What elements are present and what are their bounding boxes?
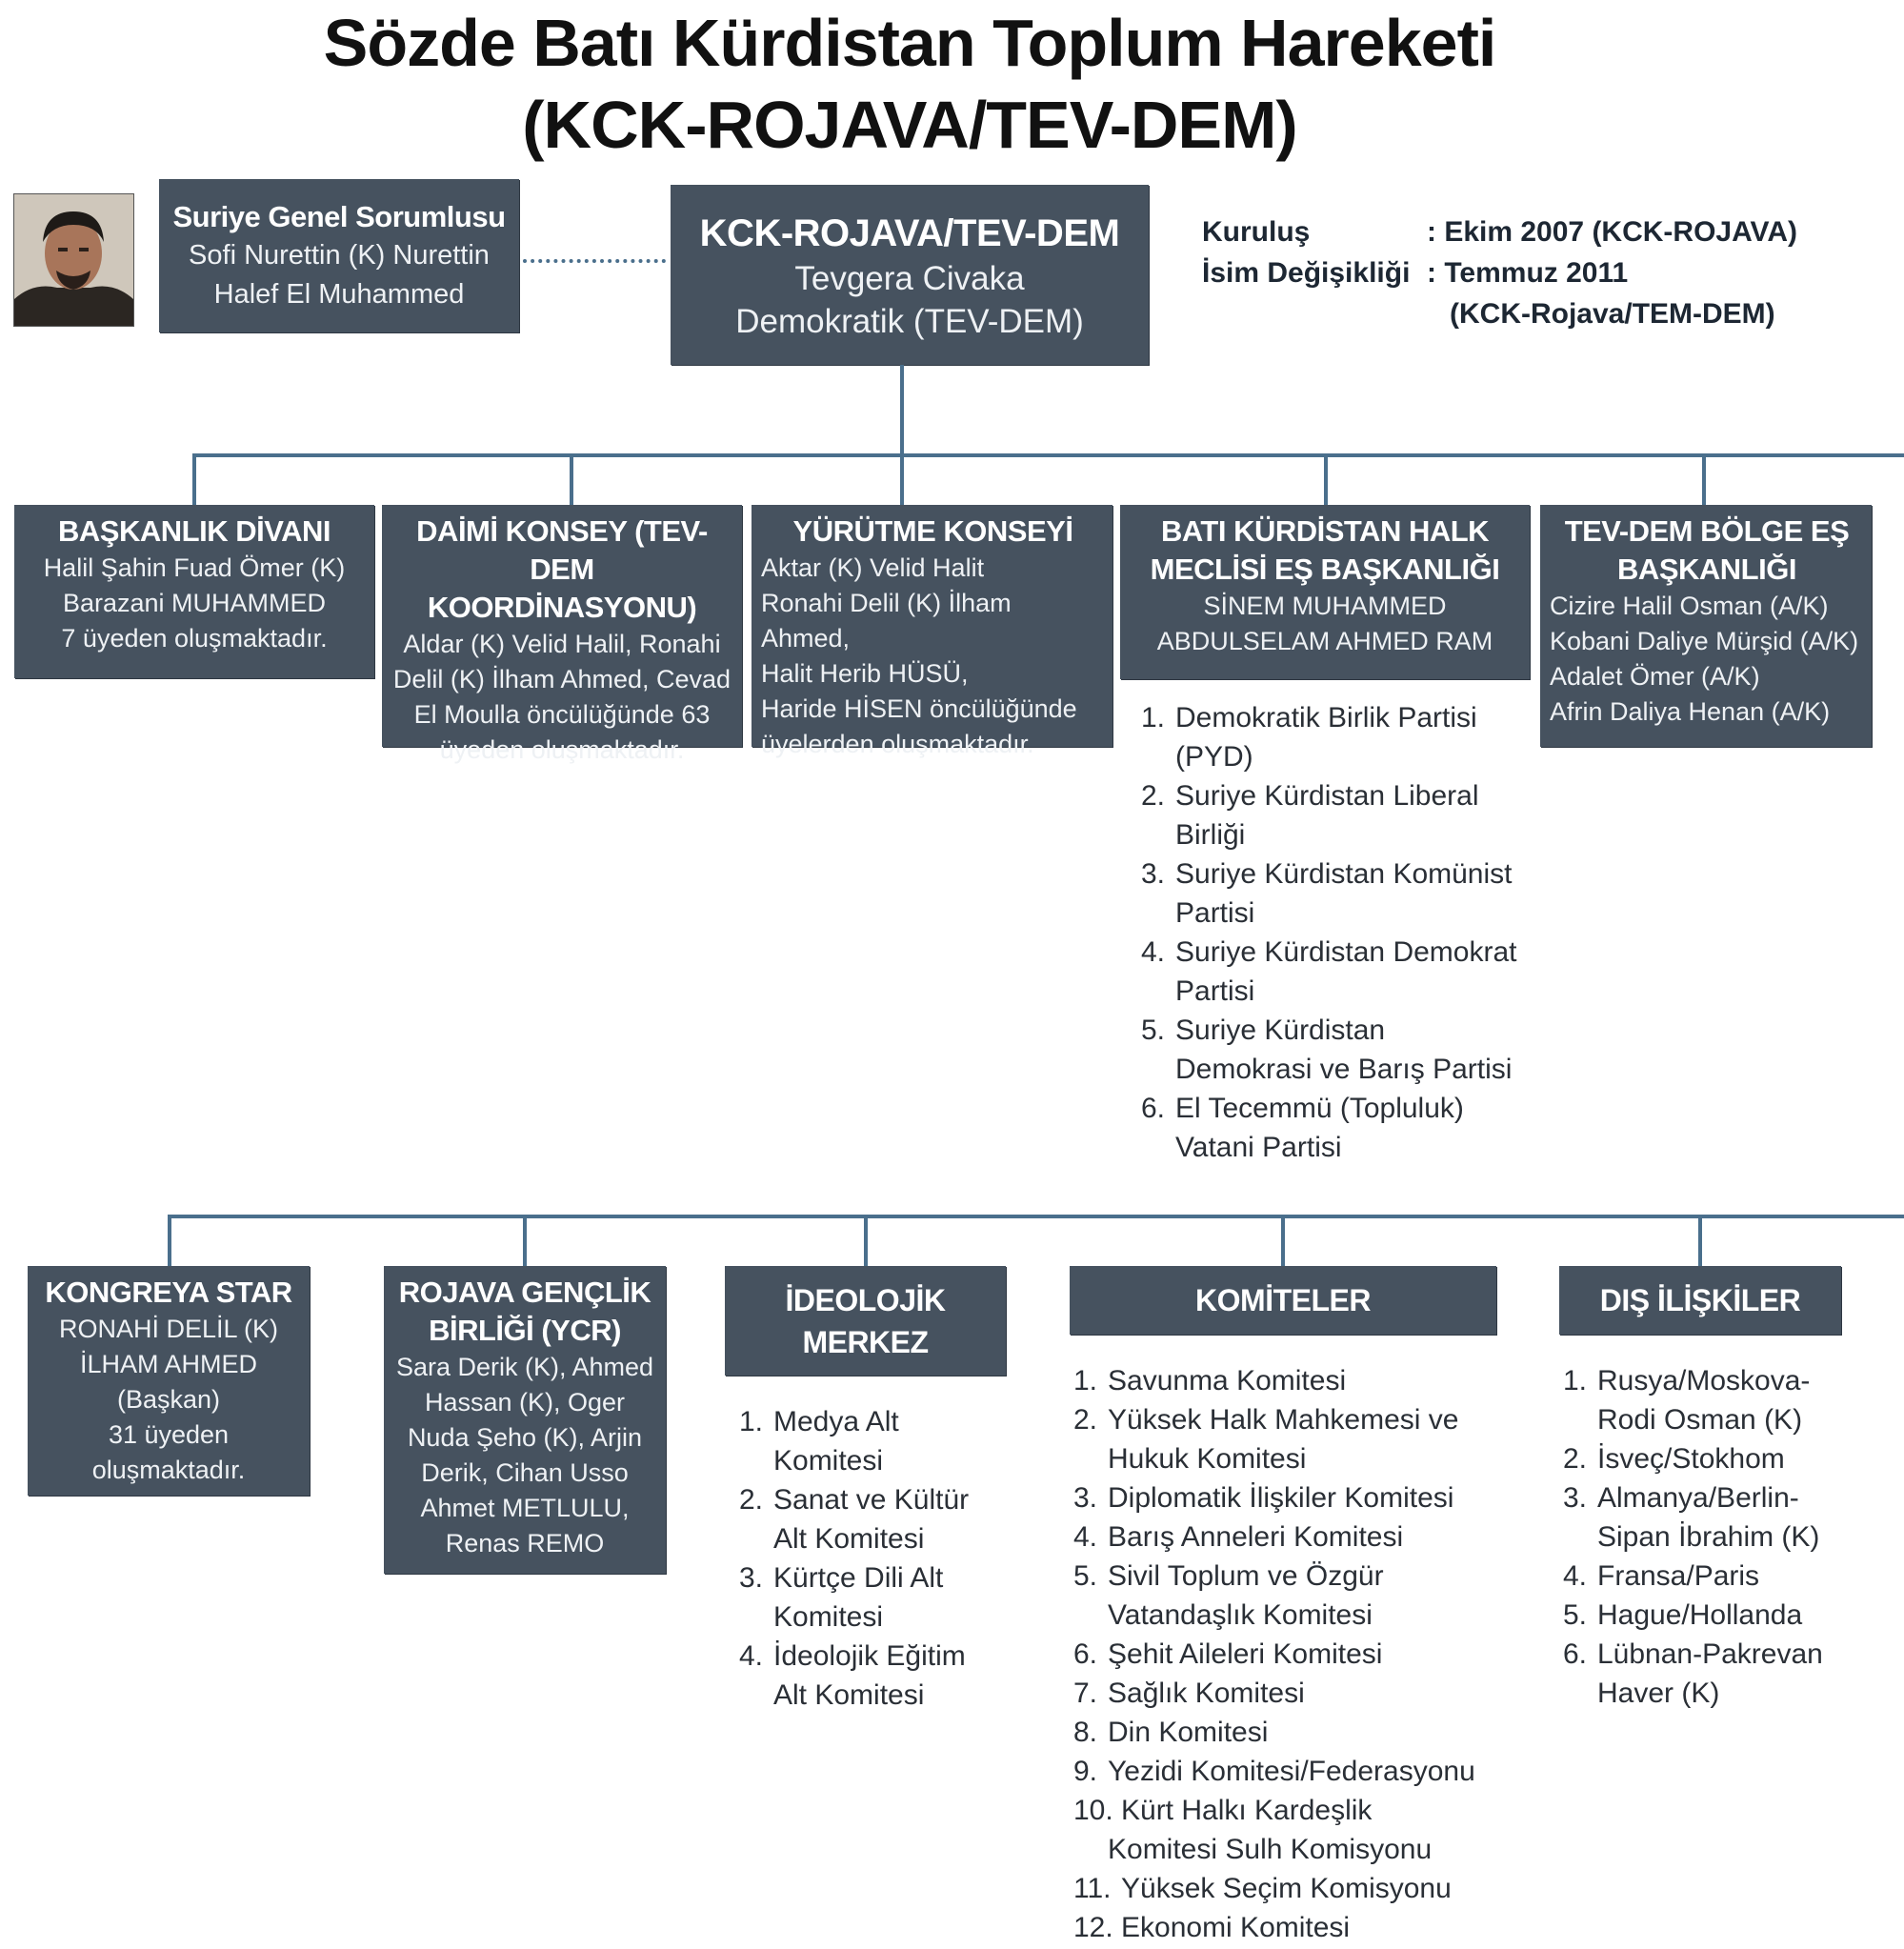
box-text: Cizire Halil Osman (A/K) Kobani Daliye M…	[1550, 592, 1859, 726]
connector-row1-drop-4	[1324, 453, 1328, 506]
list-item: 5.Hague/Hollanda	[1563, 1599, 1803, 1631]
dis-iliskiler-list: 1.Rusya/Moskova-Rodi Osman (K) 2.İsveç/S…	[1563, 1361, 1887, 1713]
box-heading: YÜRÜTME KONSEYİ	[792, 514, 1073, 548]
founded-label: Kuruluş	[1202, 216, 1311, 248]
meclis-party-list: 1.Demokratik Birlik Partisi(PYD) 2.Suriy…	[1141, 698, 1541, 1167]
halk-meclisi-box: BATI KÜRDİSTAN HALK MECLİSİ EŞ BAŞKANLIĞ…	[1120, 505, 1530, 679]
chart-title-line-1: Sözde Batı Kürdistan Toplum Hareketi	[323, 6, 1497, 80]
connector-row1-drop-5	[1702, 453, 1706, 506]
ideolojik-merkez-box: İDEOLOJİK MERKEZ	[725, 1266, 1006, 1376]
box-heading: BAŞKANLIK DİVANI	[58, 514, 331, 548]
list-item: 4.Barış Anneleri Komitesi	[1073, 1521, 1404, 1553]
connector-row2-drop-4	[1281, 1215, 1285, 1267]
leader-names: Sofi Nurettin (K) Nurettin Halef El Muha…	[189, 240, 490, 310]
leader-box: Suriye Genel Sorumlusu Sofi Nurettin (K)…	[159, 179, 519, 332]
founding-info: Kuruluş : Ekim 2007 (KCK-ROJAVA) İsim De…	[1202, 211, 1888, 345]
box-heading: TEV-DEM BÖLGE EŞ BAŞKANLIĞI	[1564, 514, 1850, 586]
list-item: 12.Ekonomi Komitesi	[1073, 1912, 1351, 1943]
yurutme-konseyi-box: YÜRÜTME KONSEYİ Aktar (K) Velid Halit Ro…	[752, 505, 1112, 758]
list-item: 3.Diplomatik İlişkiler Komitesi	[1073, 1482, 1454, 1514]
box-text: SİNEM MUHAMMED ABDULSELAM AHMED RAM	[1156, 592, 1493, 655]
connector-row1-drop-2	[570, 453, 573, 506]
founded-value: : Ekim 2007 (KCK-ROJAVA)	[1427, 216, 1797, 248]
box-text: Halil Şahin Fuad Ömer (K) Barazani MUHAM…	[43, 553, 346, 653]
list-item: 1.Demokratik Birlik Partisi(PYD)	[1141, 702, 1477, 773]
list-item: 4.Fransa/Paris	[1563, 1560, 1760, 1592]
list-item: 2.İsveç/Stokhom	[1563, 1443, 1785, 1475]
connector-center-down	[900, 365, 904, 455]
ycr-box: ROJAVA GENÇLİK BİRLİĞİ (YCR) Sara Derik …	[384, 1266, 666, 1574]
center-subtitle: Tevgera Civaka Demokratik (TEV-DEM)	[735, 260, 1084, 340]
connector-row2-drop-1	[168, 1215, 171, 1267]
box-text: Sara Derik (K), Ahmed Hassan (K), Oger N…	[395, 1353, 654, 1557]
box-text: Aktar (K) Velid Halit Ronahi Delil (K) İ…	[761, 553, 1077, 758]
list-item: 1.Rusya/Moskova-Rodi Osman (K)	[1563, 1365, 1811, 1436]
person-portrait-icon	[14, 194, 133, 326]
list-item: 11.Yüksek Seçim Komisyonu	[1073, 1873, 1452, 1904]
box-text: Aldar (K) Velid Halil, Ronahi Delil (K) …	[392, 630, 732, 764]
daimi-konsey-box: DAİMİ KONSEY (TEV-DEM KOORDİNASYONU) Ald…	[382, 505, 742, 764]
connector-row1-drop-1	[192, 453, 196, 506]
center-box: KCK-ROJAVA/TEV-DEM Tevgera Civaka Demokr…	[671, 185, 1149, 365]
connector-row2-drop-5	[1698, 1215, 1702, 1267]
list-item: 1.Savunma Komitesi	[1073, 1365, 1347, 1396]
box-heading: KOMİTELER	[1195, 1283, 1371, 1317]
chart-title-line-2: (KCK-ROJAVA/TEV-DEM)	[522, 88, 1298, 162]
rename-label: İsim Değişikliği	[1202, 257, 1411, 289]
connector-row2-drop-3	[864, 1215, 868, 1267]
center-heading: KCK-ROJAVA/TEV-DEM	[699, 212, 1120, 254]
connector-row1-horizontal	[192, 453, 1904, 457]
box-heading: KONGREYA STAR	[45, 1276, 292, 1309]
dotted-connector	[523, 259, 666, 263]
rename-value: : Temmuz 2011	[1427, 257, 1629, 289]
list-item: 7.Sağlık Komitesi	[1073, 1678, 1305, 1709]
rename-value-detail: (KCK-Rojava/TEM-DEM)	[1450, 298, 1775, 330]
kongreya-star-box: KONGREYA STAR RONAHİ DELİL (K) İLHAM AHM…	[28, 1266, 310, 1496]
list-item: 9.Yezidi Komitesi/Federasyonu	[1073, 1756, 1475, 1787]
leader-photo	[13, 193, 134, 327]
leader-heading: Suriye Genel Sorumlusu	[172, 200, 506, 233]
box-heading: ROJAVA GENÇLİK BİRLİĞİ (YCR)	[398, 1276, 651, 1347]
list-item: 8.Din Komitesi	[1073, 1717, 1269, 1748]
box-text: RONAHİ DELİL (K) İLHAM AHMED (Başkan) 31…	[58, 1315, 279, 1484]
bolge-es-baskanligi-box: TEV-DEM BÖLGE EŞ BAŞKANLIĞI Cizire Halil…	[1540, 505, 1872, 747]
list-item: 6.Şehit Aileleri Komitesi	[1073, 1638, 1383, 1670]
box-heading: DIŞ İLİŞKİLER	[1599, 1283, 1801, 1317]
list-item: 3.Almanya/Berlin-Sipan İbrahim (K)	[1563, 1482, 1820, 1553]
connector-row1-drop-3	[900, 453, 904, 506]
dis-iliskiler-box: DIŞ İLİŞKİLER	[1559, 1266, 1841, 1335]
komite-list: 1.Savunma Komitesi 2.Yüksek Halk Mahkeme…	[1073, 1361, 1493, 1947]
box-heading: BATI KÜRDİSTAN HALK MECLİSİ EŞ BAŞKANLIĞ…	[1150, 514, 1500, 586]
komiteler-box: KOMİTELER	[1070, 1266, 1496, 1335]
connector-row2-drop-2	[523, 1215, 527, 1267]
box-heading: DAİMİ KONSEY (TEV-DEM KOORDİNASYONU)	[416, 514, 708, 624]
baskanlik-divani-box: BAŞKANLIK DİVANI Halil Şahin Fuad Ömer (…	[14, 505, 374, 678]
box-heading: İDEOLOJİK MERKEZ	[785, 1283, 946, 1359]
list-item: 6.El Tecemmü (Topluluk)Vatani Partisi	[1141, 1093, 1464, 1163]
connector-row2-horizontal	[168, 1215, 1904, 1218]
